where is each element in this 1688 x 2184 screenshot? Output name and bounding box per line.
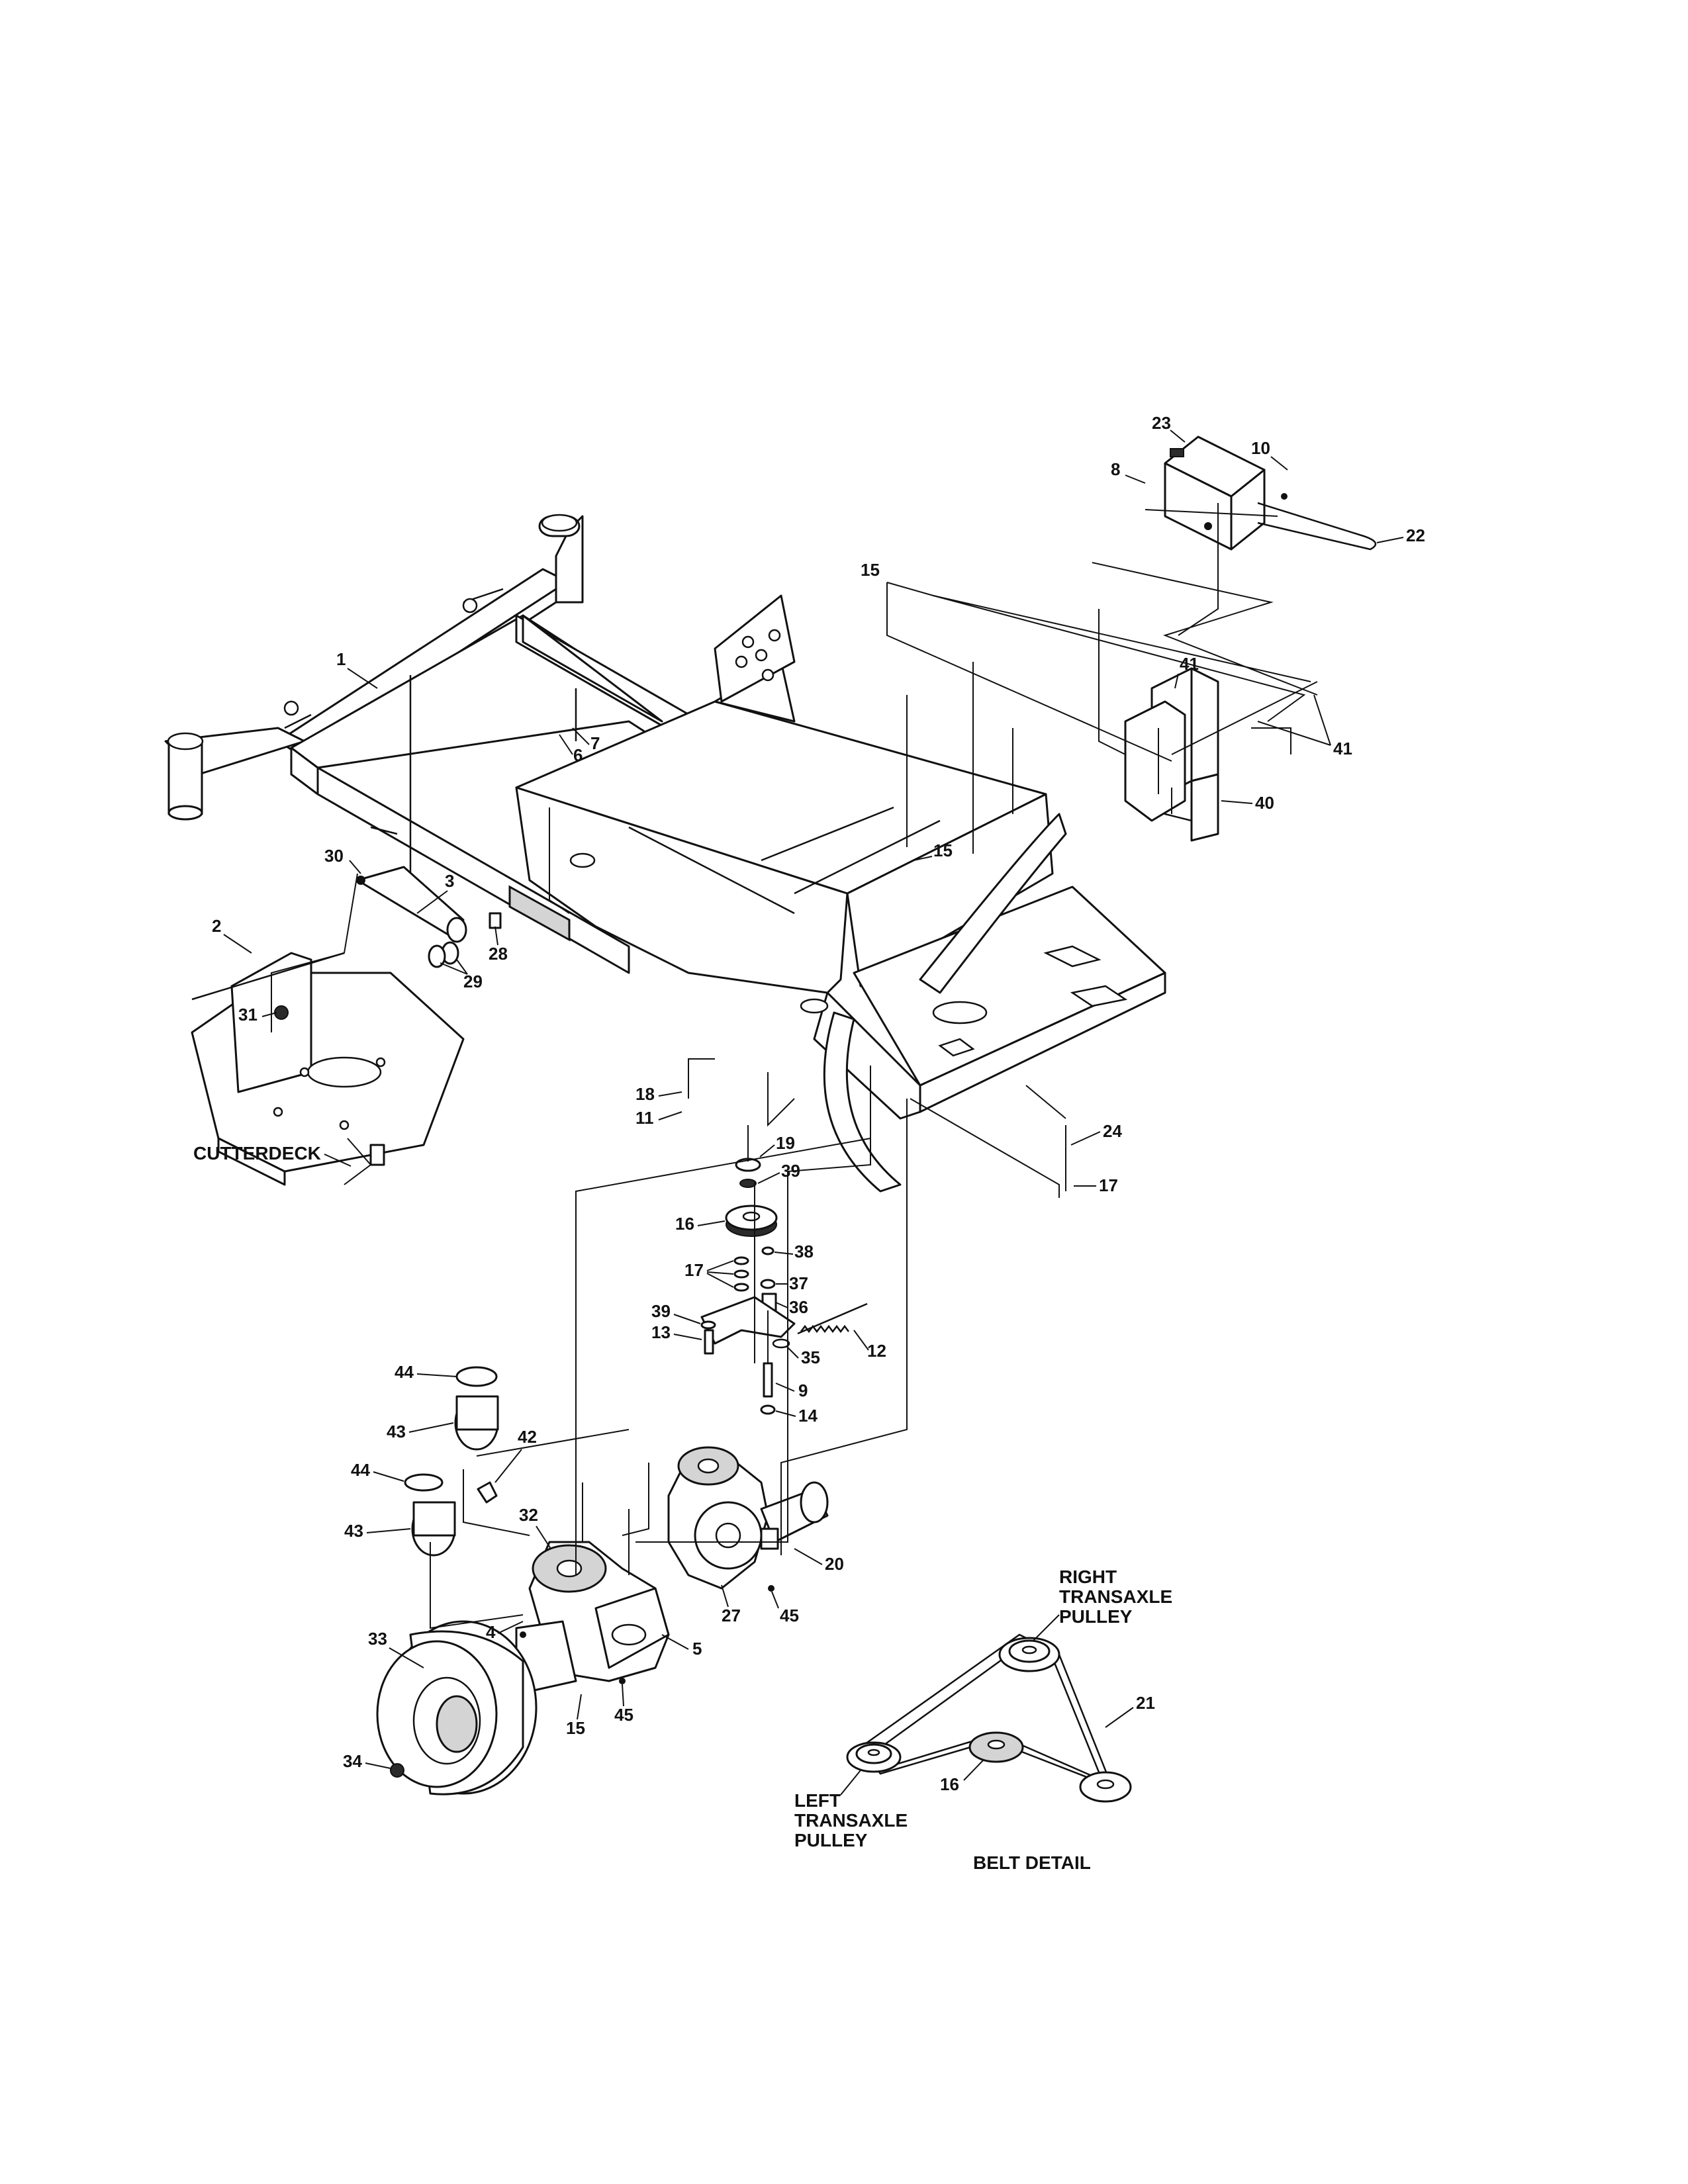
callout-15b: 15 <box>933 841 953 860</box>
callout-7: 7 <box>590 733 600 753</box>
right-pulley-label-line1: RIGHT <box>1059 1567 1117 1587</box>
seat-deck-frame <box>515 594 1166 1120</box>
cutterdeck <box>191 952 465 1186</box>
callout-35: 35 <box>801 1347 820 1367</box>
callout-31: 31 <box>238 1005 258 1024</box>
callout-13: 13 <box>651 1322 671 1342</box>
rear-tire <box>376 1620 538 1796</box>
callout-6: 6 <box>573 745 583 765</box>
belt-detail-label: BELT DETAIL <box>973 1852 1091 1873</box>
callout-30: 30 <box>324 846 344 866</box>
lift-linkage <box>191 866 502 1020</box>
leader-lines <box>271 503 1318 1629</box>
cutterdeck-label: CUTTERDECK <box>193 1143 321 1163</box>
idler-assembly <box>700 1158 868 1415</box>
callout-2: 2 <box>212 916 221 936</box>
callout-42: 42 <box>518 1427 537 1447</box>
callout-36: 36 <box>789 1297 808 1317</box>
callout-18: 18 <box>635 1084 655 1104</box>
callout-8: 8 <box>1111 459 1120 479</box>
callout-12: 12 <box>867 1341 886 1361</box>
callout-20: 20 <box>825 1554 844 1574</box>
callout-numbers: 1 2 3 4 5 6 7 8 9 10 11 12 13 14 15 15 1… <box>212 413 1425 1794</box>
callout-41b: 41 <box>1333 739 1352 758</box>
callout-23: 23 <box>1152 413 1171 433</box>
callout-17a: 17 <box>684 1260 704 1280</box>
callout-21: 21 <box>1136 1693 1155 1713</box>
callout-44b: 44 <box>351 1460 370 1480</box>
callout-15a: 15 <box>861 560 880 580</box>
fender-side-panels <box>823 813 1067 1193</box>
callout-37: 37 <box>789 1273 808 1293</box>
left-pulley-label-line1: LEFT <box>794 1790 841 1811</box>
callout-34: 34 <box>343 1751 362 1771</box>
callout-19: 19 <box>776 1133 795 1153</box>
callout-5: 5 <box>692 1639 702 1659</box>
callout-11: 11 <box>635 1108 654 1128</box>
callout-38: 38 <box>794 1242 814 1261</box>
left-transaxle <box>404 1366 670 1696</box>
callout-45a: 45 <box>780 1606 799 1625</box>
callout-16b: 16 <box>940 1774 959 1794</box>
callout-3: 3 <box>445 871 454 891</box>
callout-9: 9 <box>798 1381 808 1400</box>
callout-33: 33 <box>368 1629 387 1649</box>
left-pulley-label-line3: PULLEY <box>794 1830 868 1850</box>
callout-40: 40 <box>1255 793 1274 813</box>
callout-10: 10 <box>1251 438 1270 458</box>
callout-44a: 44 <box>395 1362 414 1382</box>
right-transaxle <box>667 1446 829 1592</box>
callout-17b: 17 <box>1099 1175 1118 1195</box>
callout-41a: 41 <box>1180 654 1199 674</box>
callout-4: 4 <box>486 1622 496 1642</box>
callout-16a: 16 <box>675 1214 694 1234</box>
right-pulley-label-line3: PULLEY <box>1059 1606 1133 1627</box>
right-pulley-label-line2: TRANSAXLE <box>1059 1586 1172 1607</box>
callout-15c: 15 <box>566 1718 585 1738</box>
callout-43b: 43 <box>344 1521 363 1541</box>
callout-29: 29 <box>463 972 483 991</box>
text-labels: CUTTERDECK RIGHT TRANSAXLE PULLEY LEFT T… <box>193 1143 1172 1873</box>
callout-32: 32 <box>519 1505 538 1525</box>
callout-28: 28 <box>489 944 508 964</box>
left-pulley-label-line2: TRANSAXLE <box>794 1810 908 1831</box>
callout-39b: 39 <box>651 1301 671 1321</box>
callout-14: 14 <box>798 1406 818 1426</box>
callout-24: 24 <box>1103 1121 1122 1141</box>
belt-detail <box>846 1633 1132 1803</box>
callout-22: 22 <box>1406 525 1425 545</box>
battery-assembly <box>1124 435 1377 842</box>
callout-39a: 39 <box>781 1161 800 1181</box>
callout-43a: 43 <box>387 1422 406 1441</box>
callout-45b: 45 <box>614 1705 633 1725</box>
callout-1: 1 <box>336 649 346 669</box>
callout-27: 27 <box>722 1606 741 1625</box>
